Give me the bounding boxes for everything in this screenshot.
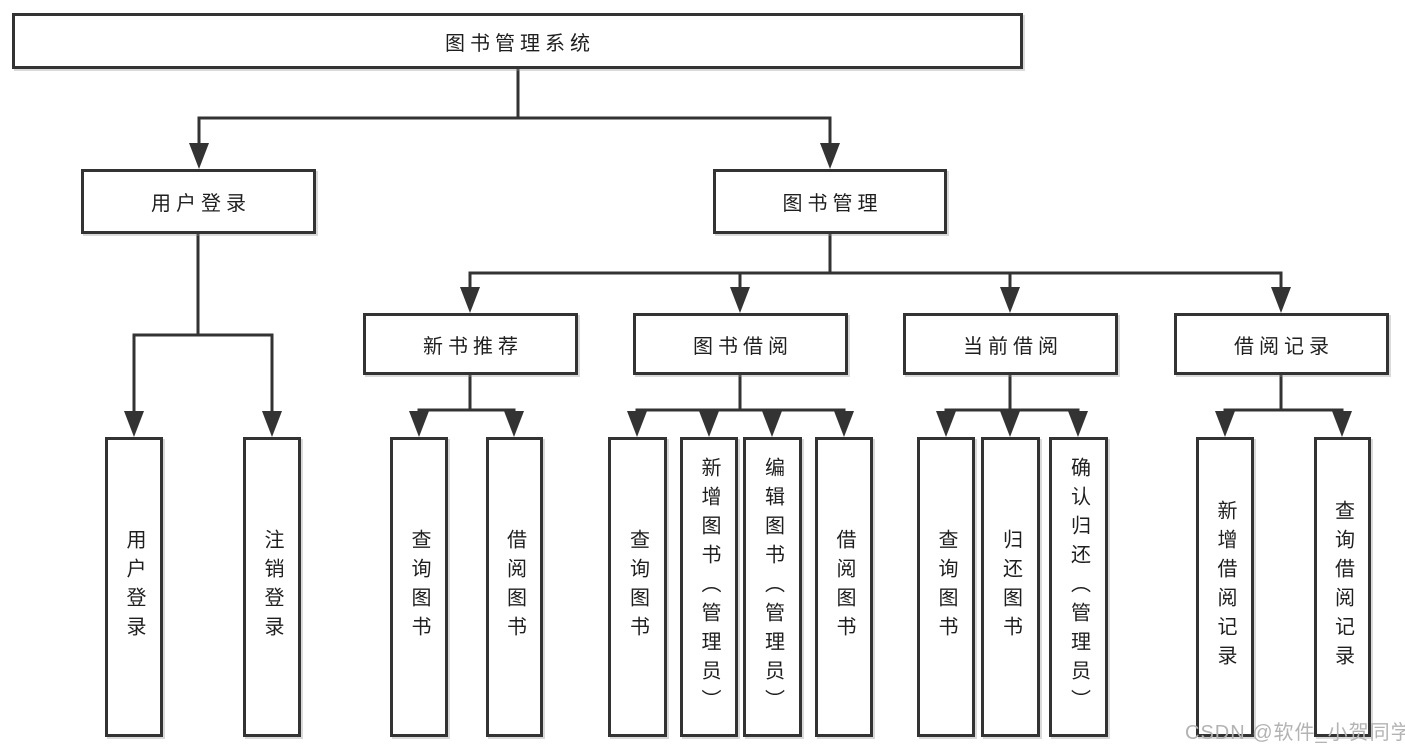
arrow-head bbox=[820, 143, 840, 169]
connector-book-management-children bbox=[460, 232, 1291, 313]
connector-book-borrow-children bbox=[627, 373, 854, 437]
leaf-borrow-query-books-label: 查询图书 bbox=[626, 529, 649, 645]
leaf-edit-books-admin-label: 编辑图书（管理员） bbox=[761, 456, 784, 718]
leaf-logout-label: 注销登录 bbox=[261, 529, 283, 645]
arrow-head bbox=[730, 287, 750, 313]
arrow-head bbox=[124, 411, 144, 437]
connector-new-book-recommend-children bbox=[409, 373, 524, 437]
connector-user-login-children bbox=[124, 232, 282, 437]
connector-borrow-records-children bbox=[1215, 373, 1352, 437]
leaf-add-books-admin: 新增图书（管理员） bbox=[680, 437, 738, 737]
node-user-login: 用户登录 bbox=[81, 169, 316, 234]
arrow-head bbox=[627, 411, 647, 437]
arrow-head bbox=[1215, 411, 1235, 437]
leaf-user-login-label: 用户登录 bbox=[123, 529, 145, 645]
leaf-borrow-books: 借阅图书 bbox=[815, 437, 873, 737]
leaf-return-books-label: 归还图书 bbox=[999, 529, 1022, 645]
leaf-add-borrow-record-label: 新增借阅记录 bbox=[1214, 500, 1236, 674]
arrow-head bbox=[1271, 287, 1291, 313]
arrow-head bbox=[409, 411, 429, 437]
leaf-logout: 注销登录 bbox=[243, 437, 301, 737]
node-new-book-recommend: 新书推荐 bbox=[363, 313, 578, 375]
arrow-head bbox=[189, 143, 209, 169]
arrow-head bbox=[1000, 411, 1020, 437]
connector-current-borrow-children bbox=[936, 373, 1088, 437]
leaf-recommend-query-books: 查询图书 bbox=[390, 437, 448, 737]
node-book-management-label: 图书管理 bbox=[782, 193, 883, 215]
node-borrow-records-label: 借阅记录 bbox=[1234, 335, 1334, 358]
node-new-book-recommend-label: 新书推荐 bbox=[423, 335, 523, 358]
node-root-system-label: 图书管理系统 bbox=[445, 32, 595, 55]
leaf-confirm-return-admin: 确认归还（管理员） bbox=[1049, 437, 1108, 737]
node-borrow-records: 借阅记录 bbox=[1174, 313, 1389, 375]
leaf-borrow-query-books: 查询图书 bbox=[608, 437, 667, 737]
leaf-recommend-borrow-books-label: 借阅图书 bbox=[503, 529, 526, 645]
leaf-query-borrow-record-label: 查询借阅记录 bbox=[1331, 500, 1354, 674]
leaf-add-books-admin-label: 新增图书（管理员） bbox=[698, 456, 720, 718]
leaf-confirm-return-admin-label: 确认归还（管理员） bbox=[1067, 456, 1090, 718]
leaf-return-books: 归还图书 bbox=[981, 437, 1040, 737]
leaf-add-borrow-record: 新增借阅记录 bbox=[1196, 437, 1254, 737]
arrow-head bbox=[504, 411, 524, 437]
node-root-system: 图书管理系统 bbox=[12, 13, 1023, 69]
arrow-head bbox=[762, 411, 782, 437]
arrow-head bbox=[460, 287, 480, 313]
arrow-head bbox=[936, 411, 956, 437]
arrow-head bbox=[1000, 287, 1020, 313]
node-book-management: 图书管理 bbox=[713, 169, 947, 234]
node-book-borrow-label: 图书借阅 bbox=[693, 335, 793, 358]
node-current-borrow-label: 当前借阅 bbox=[963, 335, 1063, 358]
arrow-head bbox=[699, 411, 719, 437]
leaf-current-query-books-label: 查询图书 bbox=[935, 529, 957, 645]
node-book-borrow: 图书借阅 bbox=[633, 313, 848, 375]
node-user-login-label: 用户登录 bbox=[151, 193, 251, 215]
leaf-current-query-books: 查询图书 bbox=[917, 437, 975, 737]
leaf-borrow-books-label: 借阅图书 bbox=[833, 529, 855, 645]
arrow-head bbox=[262, 411, 282, 437]
leaf-recommend-query-books-label: 查询图书 bbox=[408, 529, 430, 645]
node-current-borrow: 当前借阅 bbox=[903, 313, 1118, 375]
leaf-query-borrow-record: 查询借阅记录 bbox=[1314, 437, 1371, 737]
leaf-edit-books-admin: 编辑图书（管理员） bbox=[743, 437, 802, 737]
arrow-head bbox=[1332, 411, 1352, 437]
csdn-watermark: CSDN @软件_小贺同学 bbox=[1185, 722, 1405, 744]
leaf-recommend-borrow-books: 借阅图书 bbox=[486, 437, 543, 737]
arrow-head bbox=[834, 411, 854, 437]
arrow-head bbox=[1068, 411, 1088, 437]
leaf-user-login: 用户登录 bbox=[105, 437, 163, 737]
connector-root-to-level2 bbox=[189, 67, 840, 169]
